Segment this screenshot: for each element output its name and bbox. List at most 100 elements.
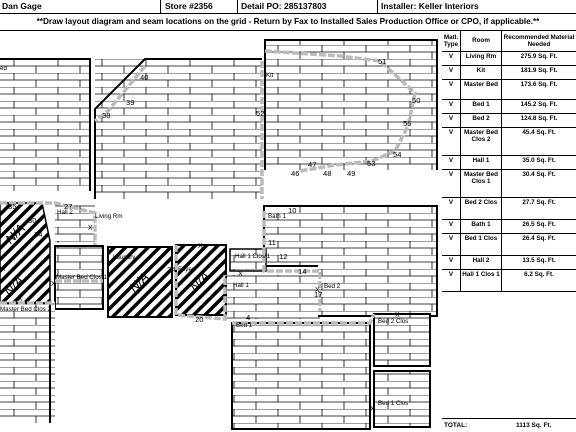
cell-room: Master Bed bbox=[460, 79, 502, 100]
room-bed1 bbox=[231, 322, 371, 430]
cell-type: V bbox=[442, 269, 461, 292]
cell-material: 45.4 Sq. Ft. bbox=[501, 127, 576, 156]
customer-name: Dan Gage bbox=[2, 1, 42, 11]
cell-material: 145.2 Sq. Ft. bbox=[501, 99, 576, 114]
cell-type: V bbox=[442, 155, 461, 170]
seam-num: 14 bbox=[298, 267, 306, 276]
seam-num: 49 bbox=[347, 169, 355, 178]
cell-type: V bbox=[442, 219, 461, 234]
cell-room: Kit bbox=[460, 65, 502, 80]
svg-text:X: X bbox=[315, 287, 320, 294]
cell-material: 6.2 Sq. Ft. bbox=[501, 269, 576, 292]
cell-material: 173.6 Sq. Ft. bbox=[501, 79, 576, 100]
cell-type: V bbox=[442, 51, 461, 66]
col-room: Room bbox=[460, 31, 502, 52]
room-hall1 bbox=[225, 275, 320, 319]
cell-room: Living Rm bbox=[460, 51, 502, 66]
label-kit: Kit bbox=[266, 72, 274, 79]
cell-material: 275.9 Sq. Ft. bbox=[501, 51, 576, 66]
cell-room: Bed 2 bbox=[460, 113, 502, 128]
col-type: Matl. Type bbox=[442, 31, 461, 52]
cell-type: V bbox=[442, 197, 461, 220]
material-table: Matl. Type Room Recommended Material Nee… bbox=[442, 31, 576, 292]
cell-material: 124.8 Sq. Ft. bbox=[501, 113, 576, 128]
cell-type: V bbox=[442, 233, 461, 256]
cell-room: Bed 1 Clos bbox=[460, 233, 502, 256]
seam-num: 51 bbox=[378, 57, 386, 66]
svg-text:X: X bbox=[370, 406, 375, 413]
cell-room: Master Bed Clos 1 bbox=[460, 169, 502, 198]
room-labels: Kit Living Rm Hall 2 Bath 1 Hall 1 Clos … bbox=[0, 65, 408, 407]
room-master-bed bbox=[0, 58, 91, 191]
seam-num: 53 bbox=[367, 159, 375, 168]
room-bed2-clos bbox=[373, 313, 431, 367]
label-living: Living Rm bbox=[95, 213, 123, 220]
seam-num: 40 bbox=[140, 73, 148, 82]
label-bed1: Bed 1 bbox=[236, 322, 253, 329]
label-bath1: Bath 1 bbox=[268, 213, 286, 220]
label-bed2-clos: Bed 2 Clos bbox=[378, 318, 408, 325]
cell-type: V bbox=[442, 113, 461, 128]
instructions: **Draw layout diagram and seam locations… bbox=[0, 14, 576, 31]
seam-num: 48 bbox=[323, 169, 331, 178]
cell-type: V bbox=[442, 127, 461, 156]
cell-material: 35.0 Sq. Ft. bbox=[501, 155, 576, 170]
label-laundry: Laundry bbox=[113, 254, 136, 261]
svg-text:X: X bbox=[198, 243, 203, 250]
seam-paths bbox=[0, 49, 417, 325]
svg-text:X: X bbox=[51, 281, 56, 288]
seam-numbers: 51 40 50 39 38 52 55 54 53 47 48 49 46 2… bbox=[8, 57, 420, 324]
detail-po: Detail PO: 285137803 bbox=[241, 1, 327, 11]
room-living bbox=[94, 58, 262, 199]
seam-num: 12 bbox=[279, 252, 287, 261]
label-bed-left: ed bbox=[0, 65, 7, 72]
floor-plan: X X X X X X X X Kit Living Rm Hall 2 Bath 1 … bbox=[0, 39, 438, 430]
cell-material: 30.4 Sq. Ft. bbox=[501, 169, 576, 198]
installer-name: Installer: Keller Interiors bbox=[381, 1, 479, 11]
seam-num: 34 bbox=[34, 230, 42, 239]
svg-text:X: X bbox=[88, 225, 93, 232]
seam-num: 54 bbox=[393, 150, 401, 159]
cell-material: 26.4 Sq. Ft. bbox=[501, 233, 576, 256]
room-bed2 bbox=[318, 205, 438, 317]
seam-num: 38 bbox=[102, 111, 110, 120]
na-area-left bbox=[0, 202, 51, 304]
label-master-clos2: Master Bed Clos 2 bbox=[0, 306, 51, 313]
cell-type: V bbox=[442, 169, 461, 198]
seam-num: 46 bbox=[291, 169, 299, 178]
seam-num: 24 bbox=[167, 265, 175, 274]
seam-num: 20 bbox=[195, 315, 203, 324]
col-material: Recommended Material Needed bbox=[501, 31, 576, 52]
label-hall2: Hall 2 bbox=[57, 209, 73, 216]
cell-room: Bath 1 bbox=[460, 219, 502, 234]
seam-num: 55 bbox=[403, 119, 411, 128]
svg-text:X: X bbox=[238, 271, 243, 278]
cell-material: 26.5 Sq. Ft. bbox=[501, 219, 576, 234]
label-hall1: Hall 1 bbox=[233, 282, 249, 289]
seam-num: 52 bbox=[256, 109, 264, 118]
seam-num: 27 bbox=[64, 202, 72, 211]
room-master-clos1 bbox=[54, 245, 104, 310]
cell-room: Bed 1 bbox=[460, 99, 502, 114]
svg-text:X: X bbox=[395, 312, 400, 319]
label-bed1-clos: Bed 1 Clos bbox=[378, 400, 408, 407]
label-bed2: Bed 2 bbox=[324, 283, 341, 290]
total-row: TOTAL: 1113 Sq. Ft. bbox=[442, 418, 576, 432]
seam-num: 10 bbox=[288, 206, 296, 215]
cell-type: V bbox=[442, 255, 461, 270]
svg-text:X: X bbox=[18, 296, 23, 303]
store-number: Store #2356 bbox=[165, 1, 213, 11]
seam-num: 47 bbox=[308, 160, 316, 169]
room-master-clos2 bbox=[0, 302, 55, 423]
cell-type: V bbox=[442, 99, 461, 114]
seam-num: 30 bbox=[28, 216, 36, 225]
